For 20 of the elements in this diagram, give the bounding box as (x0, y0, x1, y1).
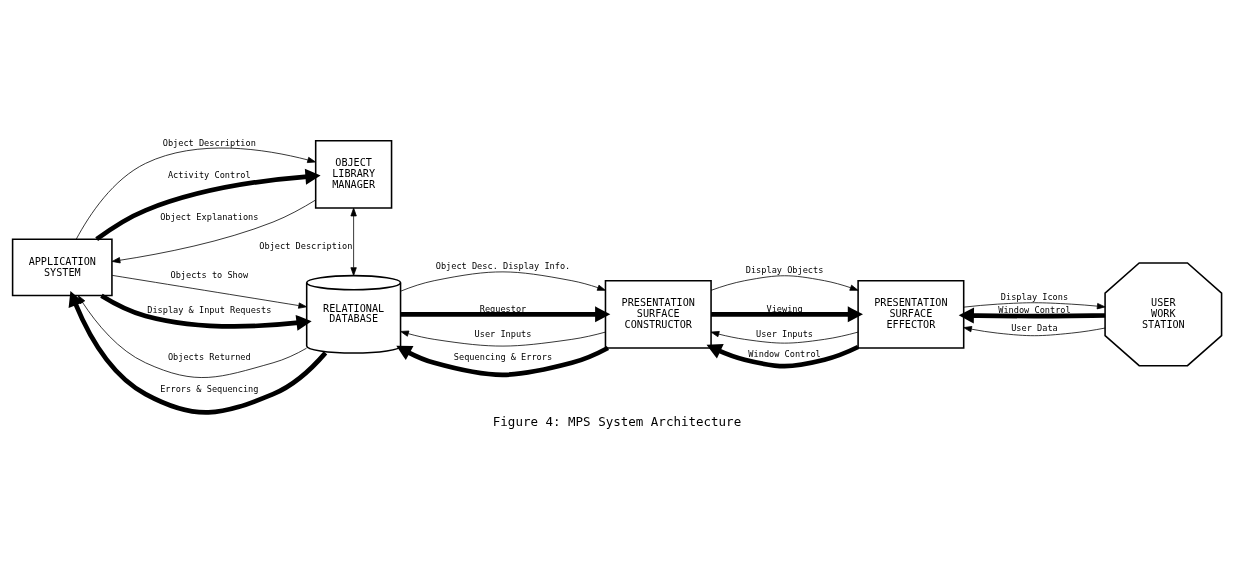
edge-label: Window Control (748, 349, 821, 360)
edge-label: Sequencing & Errors (453, 352, 553, 363)
edge-label: Requestor (479, 303, 527, 314)
edge-label: Display & Input Requests (147, 305, 272, 316)
edge-label: Object Desc. Display Info. (435, 260, 571, 271)
edge-label: Object Explanations (160, 211, 259, 222)
edge-label: User Inputs (474, 328, 532, 339)
edge-label: Objects to Show (170, 270, 249, 281)
edge-label: Display Icons (1000, 292, 1069, 303)
edge-label: Objects Returned (167, 352, 251, 363)
edge-label: Object Description (162, 138, 256, 149)
edge-label: Display Objects (745, 264, 824, 275)
edge-label: Activity Control (167, 170, 251, 181)
edge-label: Viewing (766, 303, 803, 314)
edge-label: User Inputs (756, 328, 814, 339)
edge-label: User Data (1011, 322, 1058, 333)
edge-label: Errors & Sequencing (160, 383, 259, 394)
edge-label: Window Control (998, 305, 1071, 316)
caption: Figure 4: MPS System Architecture (492, 413, 742, 429)
edge-label: Object Description (259, 240, 353, 251)
